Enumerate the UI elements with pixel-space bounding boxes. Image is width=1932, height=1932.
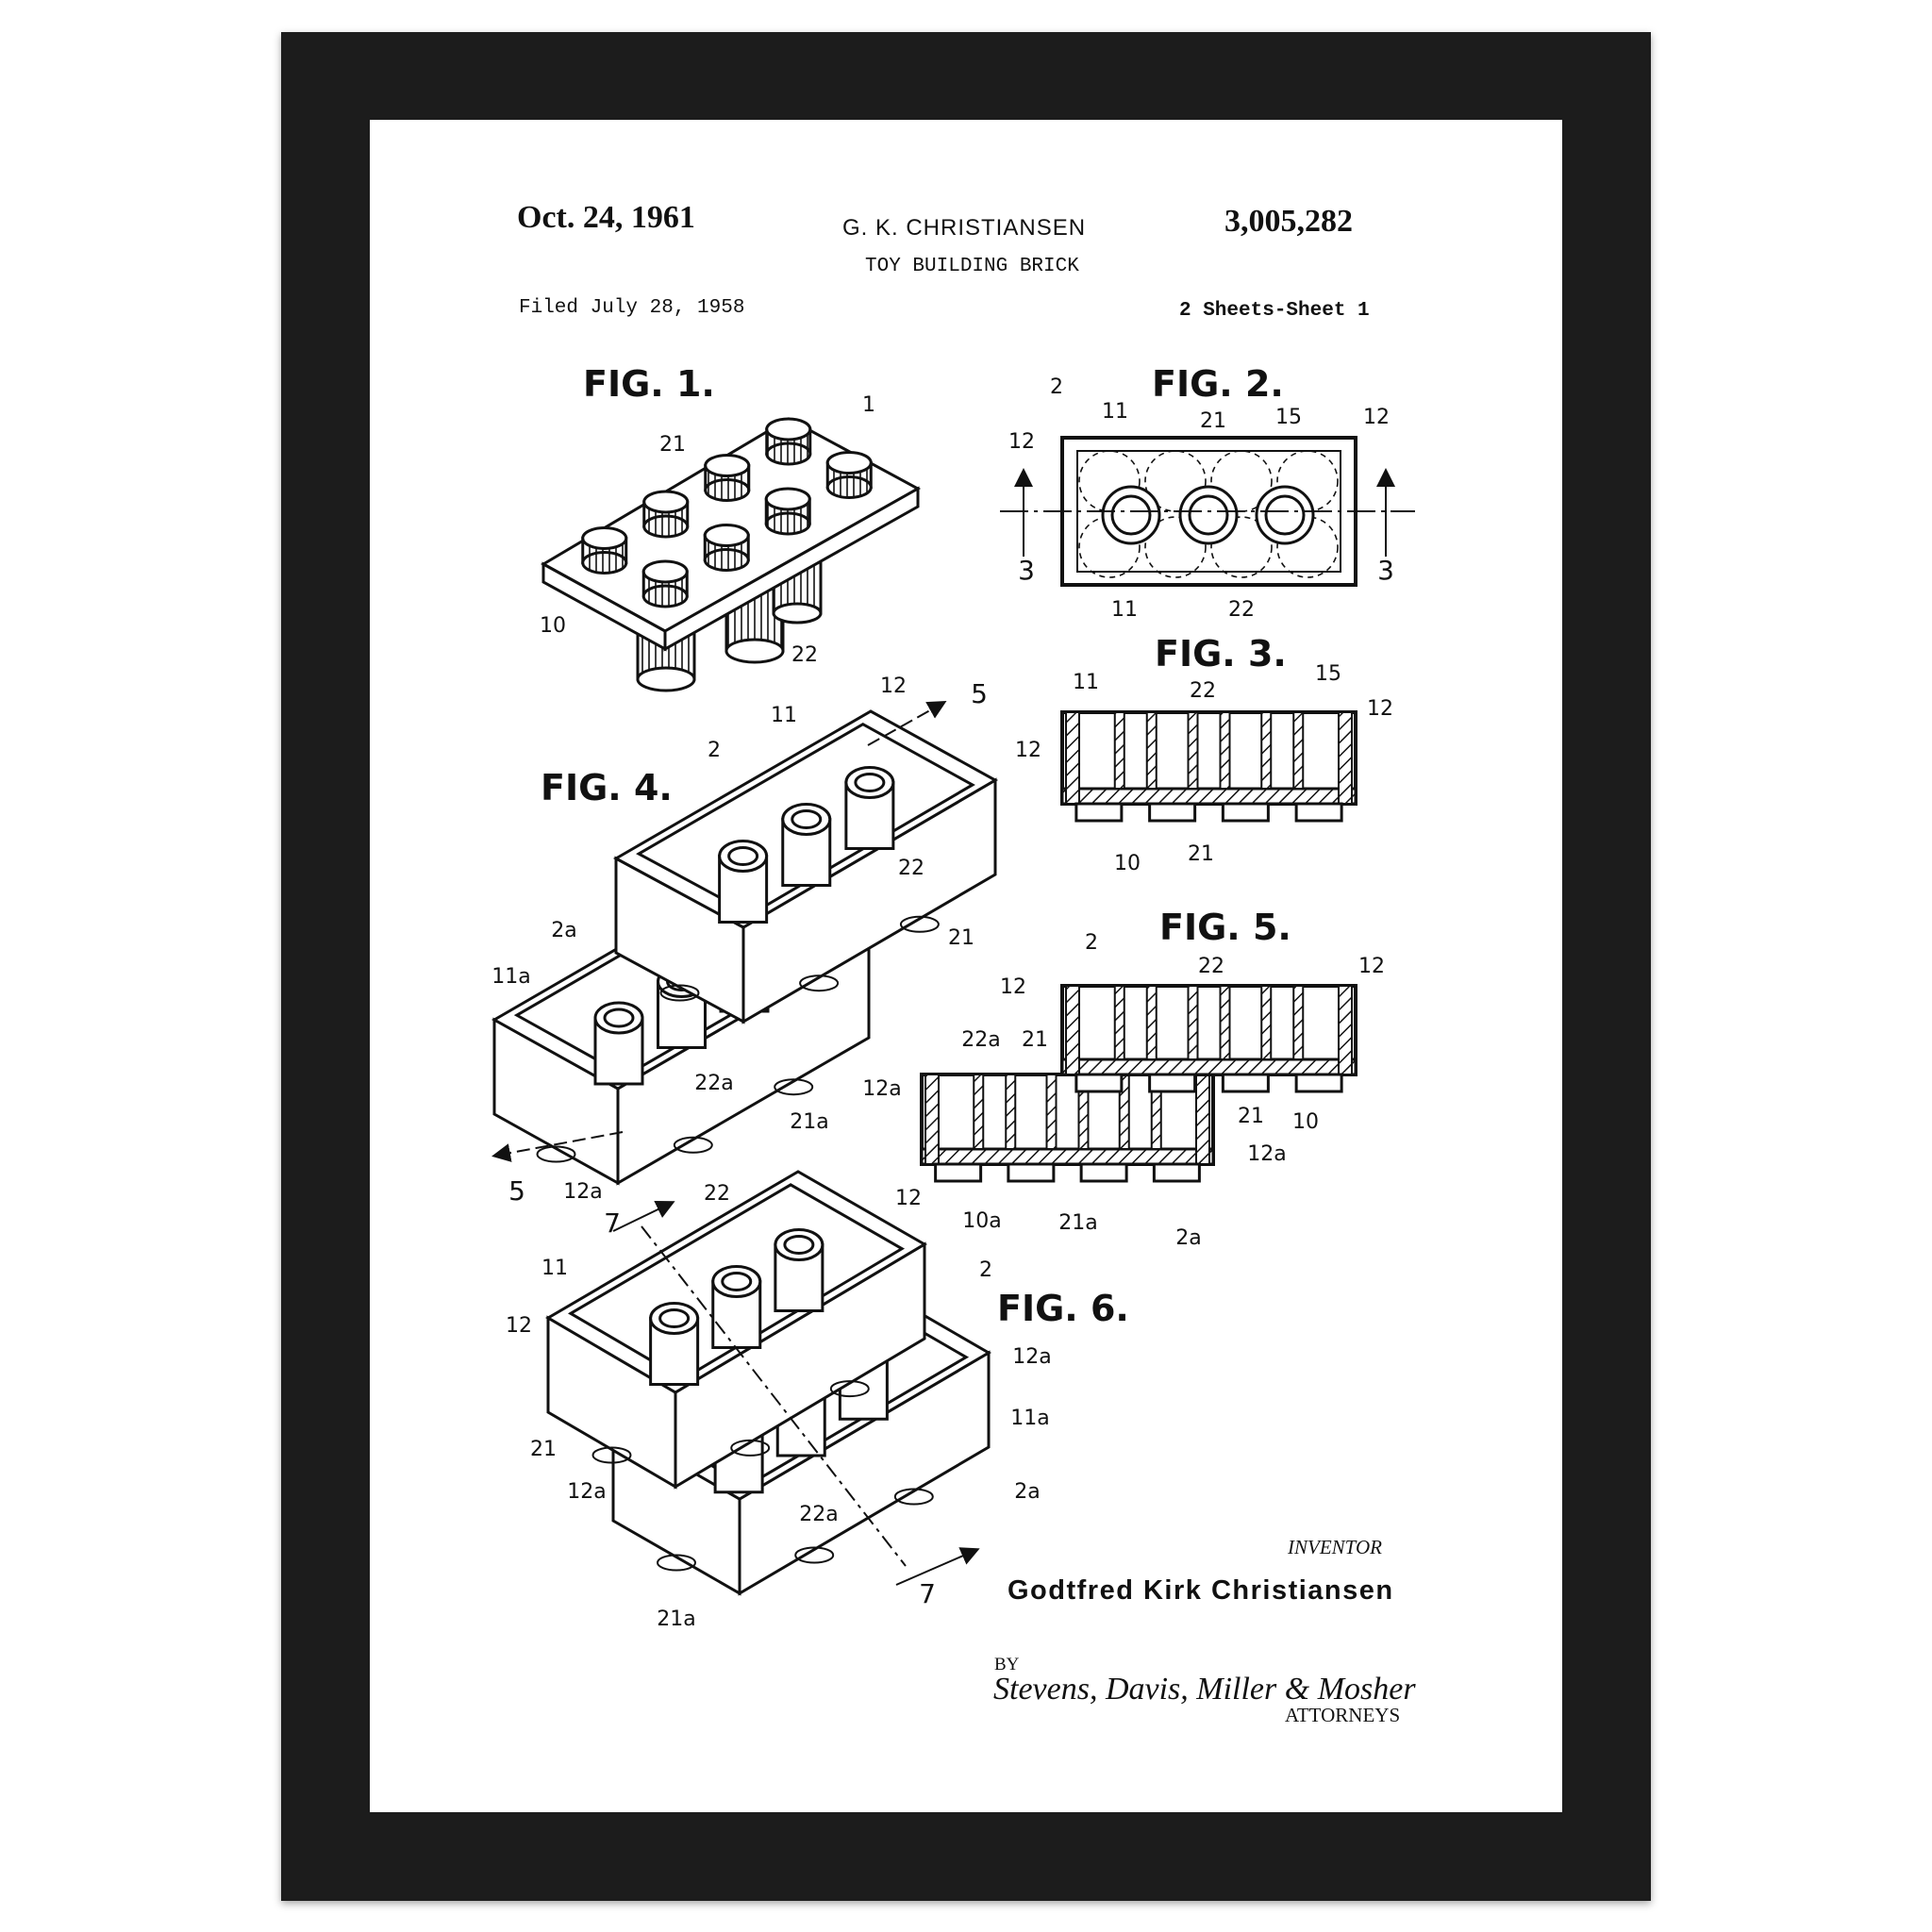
- fig5-reference-numeral: 21a: [1058, 1211, 1097, 1235]
- fig6-reference-numeral: 12: [895, 1187, 922, 1210]
- fig5-reference-numeral: 12a: [862, 1077, 901, 1101]
- patent-number: 3,005,282: [1224, 204, 1353, 239]
- fig1-reference-numeral: 22: [791, 643, 818, 667]
- by-label: BY: [994, 1655, 1020, 1674]
- fig6-reference-numeral: 12: [506, 1314, 532, 1338]
- fig2-reference-numeral: 21: [1200, 409, 1226, 433]
- fig3-reference-numeral: 22: [1190, 679, 1216, 703]
- fig3-reference-numeral: 21: [1188, 842, 1214, 866]
- fig6-reference-numeral: 2a: [1014, 1480, 1040, 1504]
- fig5-reference-numeral: 2a: [1175, 1226, 1201, 1250]
- filed-date: Filed July 28, 1958: [519, 297, 745, 319]
- fig4-reference-numeral: 12a: [563, 1180, 602, 1204]
- fig5-reference-numeral: 10: [1292, 1110, 1319, 1134]
- fig4-stacked-bricks: [491, 701, 999, 1186]
- fig4-reference-numeral: 21: [948, 926, 974, 950]
- sheet-count: 2 Sheets-Sheet 1: [1179, 300, 1370, 322]
- fig5-reference-numeral: 22: [1198, 955, 1224, 978]
- fig6-reference-numeral: 22: [704, 1182, 730, 1206]
- fig1-reference-numeral: 1: [862, 393, 875, 417]
- fig5-reference-numeral: 12: [1358, 955, 1385, 978]
- fig6-reference-numeral: 22a: [799, 1503, 838, 1526]
- fig4-reference-numeral: 12: [880, 675, 907, 698]
- fig3-cross-section: [1060, 710, 1357, 823]
- fig2-reference-numeral: 11: [1111, 598, 1138, 622]
- fig5-label: FIG. 5.: [1159, 907, 1291, 948]
- fig6-reference-numeral: 12a: [1012, 1345, 1051, 1369]
- fig5-reference-numeral: 2: [1085, 931, 1098, 955]
- fig4-reference-numeral: 2a: [551, 919, 576, 942]
- fig6-stacked-bricks: [545, 1170, 991, 1596]
- patent-sheet: [370, 120, 1562, 1812]
- fig1-reference-numeral: 10: [540, 614, 566, 638]
- fig5-reference-numeral: 12a: [1247, 1142, 1286, 1166]
- fig2-top-view: [1000, 436, 1415, 587]
- attorney-signature: Stevens, Davis, Miller & Mosher: [993, 1672, 1416, 1707]
- fig2-reference-numeral: 11: [1102, 400, 1128, 424]
- fig3-reference-numeral: 12: [1367, 697, 1393, 721]
- fig4-reference-numeral: 5: [971, 678, 988, 709]
- fig5-reference-numeral: 12: [1000, 975, 1026, 999]
- fig1-brick-plate: [540, 417, 922, 692]
- fig2-reference-numeral: 22: [1228, 598, 1255, 622]
- fig4-reference-numeral: 11: [771, 704, 797, 727]
- attorneys-label: ATTORNEYS: [1285, 1704, 1401, 1726]
- fig3-label: FIG. 3.: [1155, 633, 1287, 675]
- fig4-reference-numeral: 22a: [694, 1072, 733, 1095]
- fig1-reference-numeral: 21: [659, 433, 686, 457]
- inventor-short: G. K. CHRISTIANSEN: [842, 215, 1087, 241]
- fig3-reference-numeral: 12: [1015, 739, 1041, 762]
- fig6-reference-numeral: 21: [530, 1438, 557, 1461]
- patent-date: Oct. 24, 1961: [517, 200, 695, 235]
- fig5-reference-numeral: 21: [1238, 1105, 1264, 1128]
- fig5-reference-numeral: 21: [1022, 1028, 1048, 1052]
- fig2-reference-numeral: 12: [1363, 406, 1390, 429]
- fig5-reference-numeral: 22a: [961, 1028, 1000, 1052]
- fig3-reference-numeral: 10: [1114, 852, 1141, 875]
- fig6-reference-numeral: 7: [919, 1578, 936, 1609]
- fig6-label: FIG. 6.: [997, 1288, 1129, 1329]
- fig4-label: FIG. 4.: [541, 767, 673, 808]
- fig4-reference-numeral: 21a: [790, 1110, 828, 1134]
- fig2-reference-numeral: 3: [1377, 555, 1394, 586]
- fig4-reference-numeral: 5: [508, 1175, 525, 1207]
- inventor-label: INVENTOR: [1288, 1536, 1382, 1558]
- fig5-reference-numeral: 10a: [962, 1209, 1001, 1233]
- fig6-reference-numeral: 12a: [567, 1480, 606, 1504]
- fig1-label: FIG. 1.: [583, 363, 715, 405]
- inventor-name: Godtfred Kirk Christiansen: [1008, 1575, 1394, 1606]
- fig6-reference-numeral: 21a: [657, 1607, 695, 1631]
- fig4-reference-numeral: 22: [898, 857, 924, 880]
- fig6-reference-numeral: 11a: [1010, 1407, 1049, 1430]
- fig3-reference-numeral: 11: [1073, 671, 1099, 694]
- fig2-reference-numeral: 2: [1050, 375, 1063, 399]
- fig6-reference-numeral: 11: [541, 1257, 568, 1280]
- fig2-reference-numeral: 12: [1008, 430, 1035, 454]
- fig2-label: FIG. 2.: [1152, 363, 1284, 405]
- fig4-reference-numeral: 2: [708, 739, 721, 762]
- patent-title: TOY BUILDING BRICK: [865, 256, 1079, 277]
- fig2-reference-numeral: 15: [1275, 406, 1302, 429]
- fig3-reference-numeral: 15: [1315, 662, 1341, 686]
- fig2-reference-numeral: 3: [1018, 555, 1035, 586]
- fig6-reference-numeral: 2: [979, 1258, 992, 1282]
- fig5-cross-section-upper: [1060, 984, 1357, 1093]
- fig6-reference-numeral: 7: [604, 1208, 621, 1239]
- fig4-reference-numeral: 11a: [491, 965, 530, 989]
